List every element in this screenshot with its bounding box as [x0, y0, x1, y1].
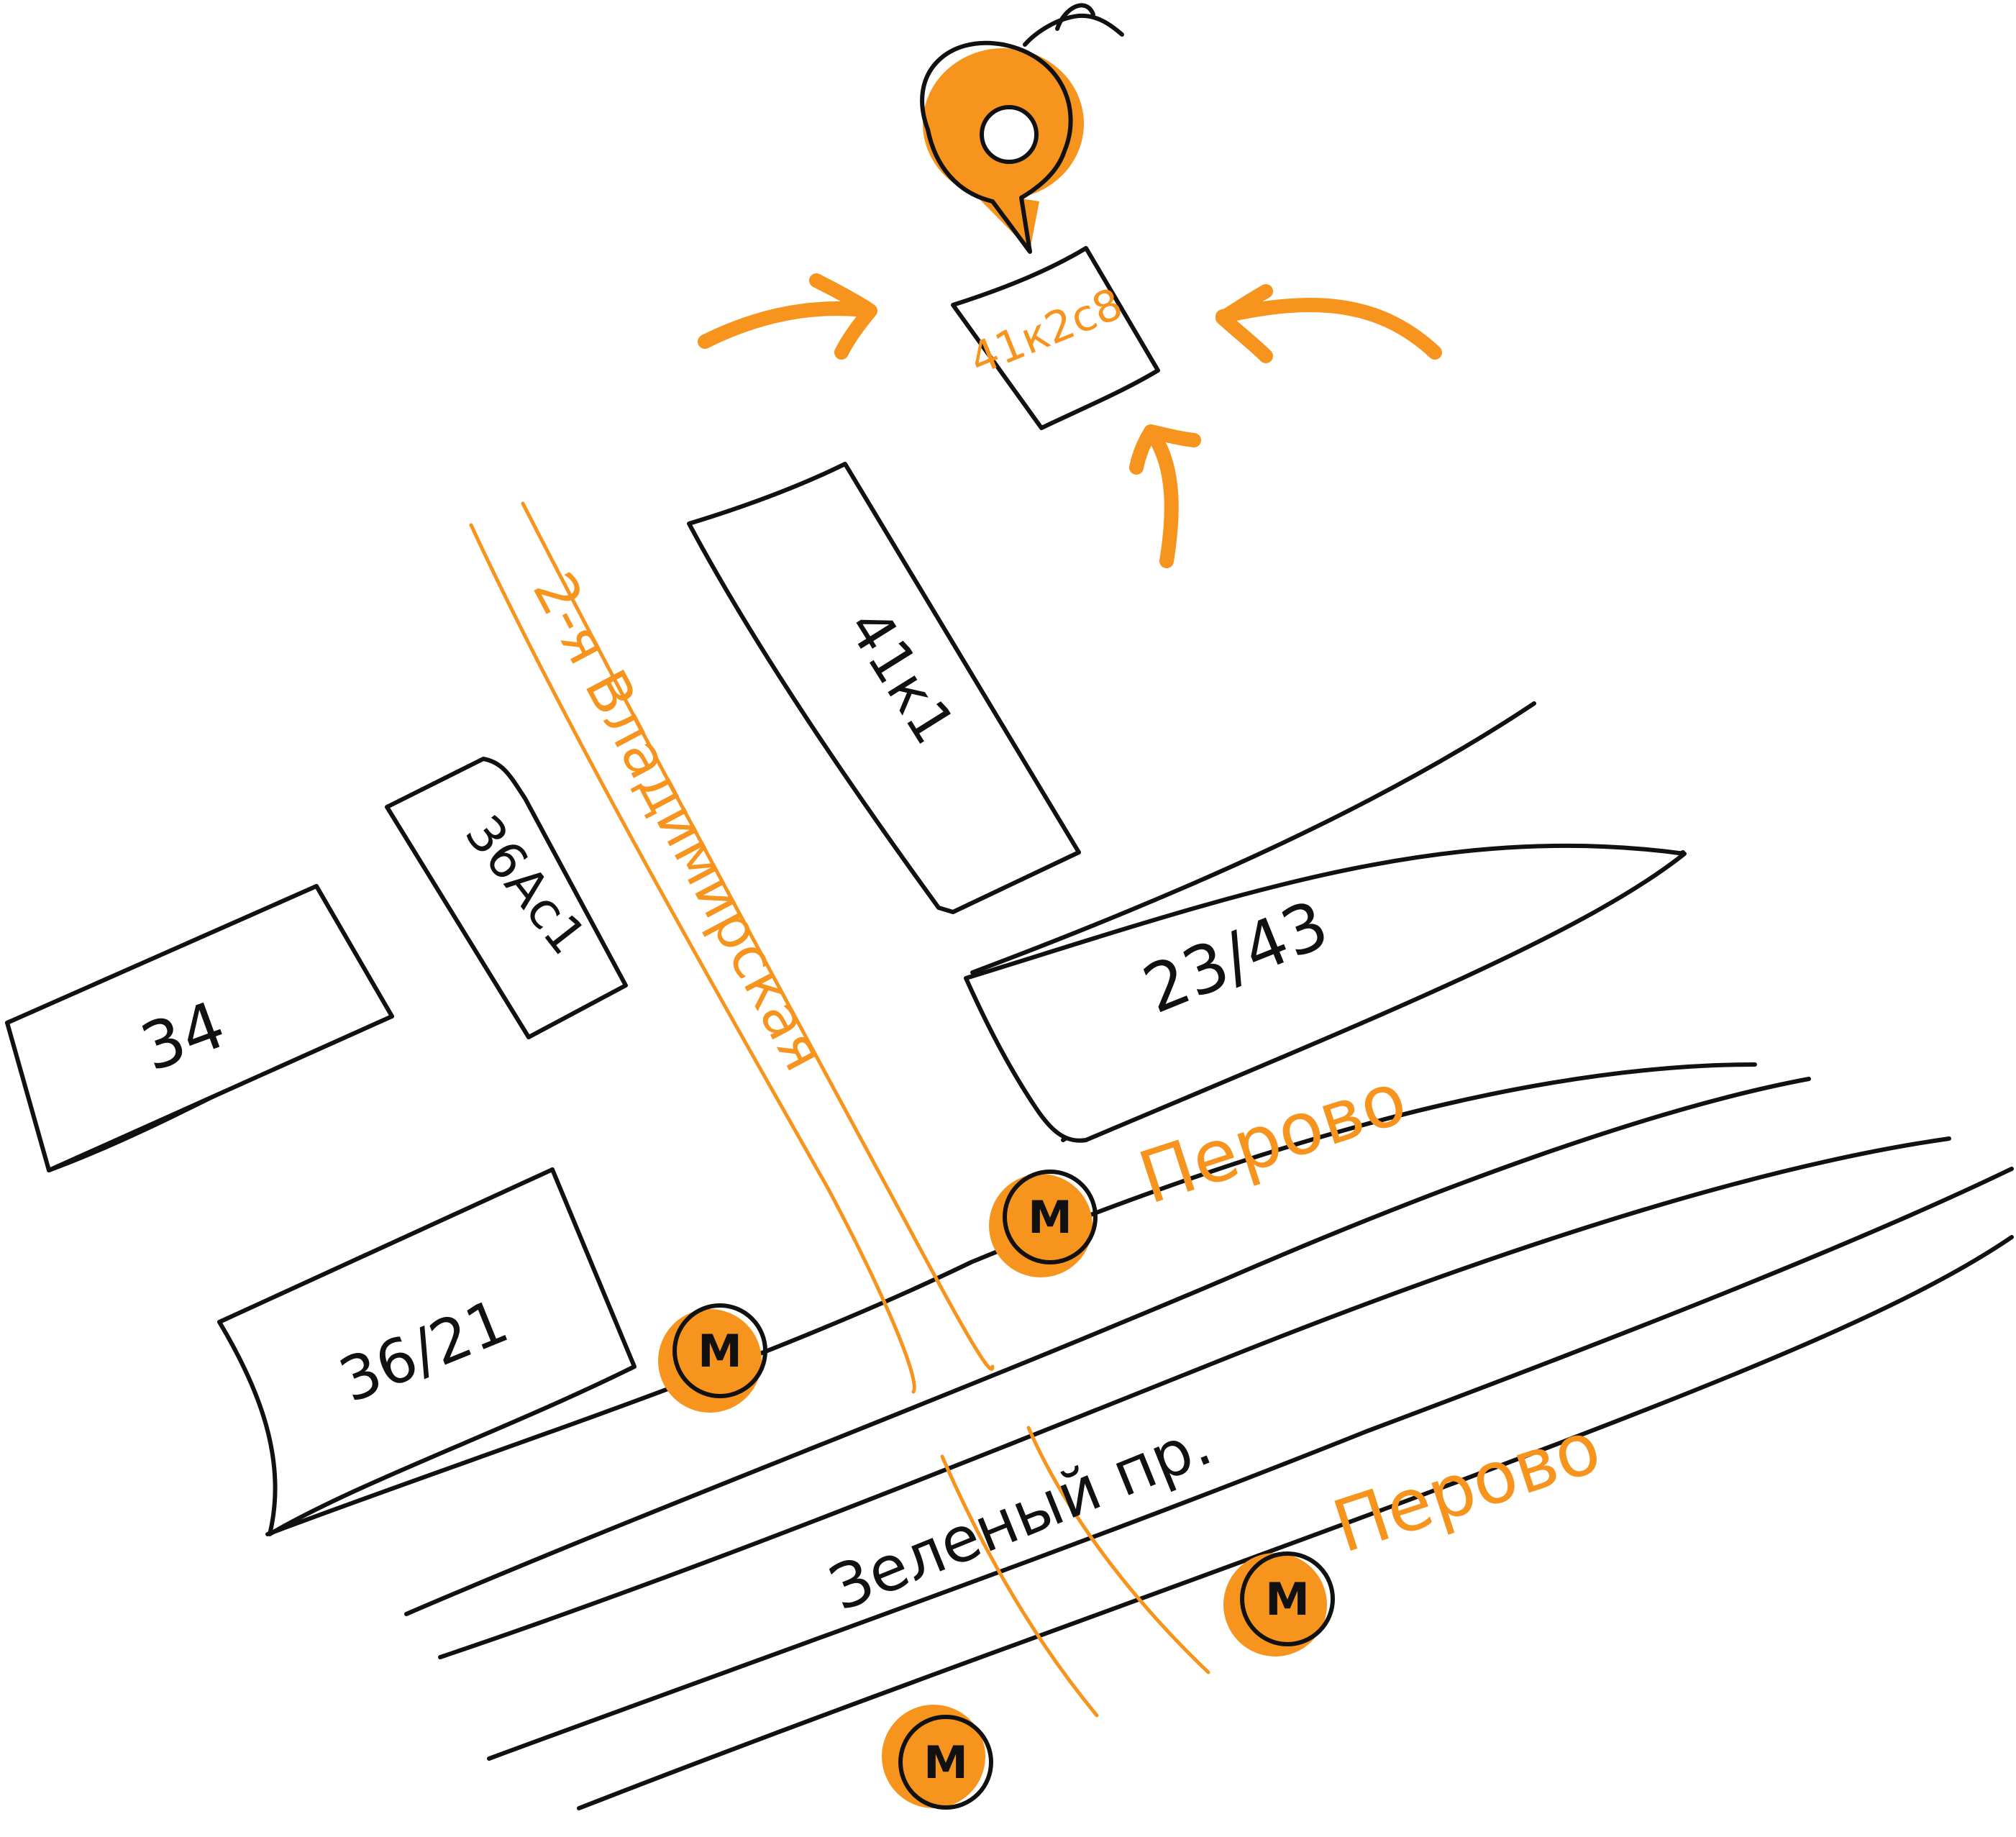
direction-arrow-icon — [1215, 284, 1442, 363]
direction-arrow-icon — [1129, 424, 1201, 568]
location-pin-icon — [920, 3, 1124, 254]
road-edge-zeleny-4 — [487, 1167, 2014, 1761]
metro-icon[interactable]: М — [1223, 1551, 1335, 1656]
road-edge-upper-1 — [970, 701, 1536, 975]
svg-text:М: М — [1265, 1573, 1310, 1626]
direction-arrow-icon — [698, 273, 877, 360]
metro-icon[interactable]: М — [658, 1303, 767, 1413]
building-36Ac1[interactable]: 36Ас1 — [385, 757, 628, 1039]
road-edge-zeleny-1 — [265, 1062, 1757, 1536]
building-target-41k2c8[interactable]: 41к2с8 — [951, 246, 1160, 430]
street-vladimirskaya — [469, 501, 1210, 1718]
metro-icon[interactable]: М — [882, 1705, 993, 1810]
building-23-43[interactable]: 23/43 — [964, 843, 1687, 1143]
building-36-21[interactable]: 36/21 — [217, 1167, 637, 1536]
building-41k1[interactable]: 41к1 — [687, 462, 1081, 914]
svg-text:М: М — [1028, 1191, 1072, 1244]
svg-text:М: М — [923, 1736, 968, 1789]
building-34[interactable]: 34 — [5, 884, 394, 1172]
metro-icon[interactable]: М — [989, 1170, 1098, 1277]
svg-text:М: М — [698, 1325, 742, 1377]
road-edge-zeleny-2 — [404, 1077, 1811, 1616]
road-edge-zeleny-5 — [577, 1235, 2014, 1810]
road-edge-zeleny-3 — [438, 1136, 1951, 1659]
